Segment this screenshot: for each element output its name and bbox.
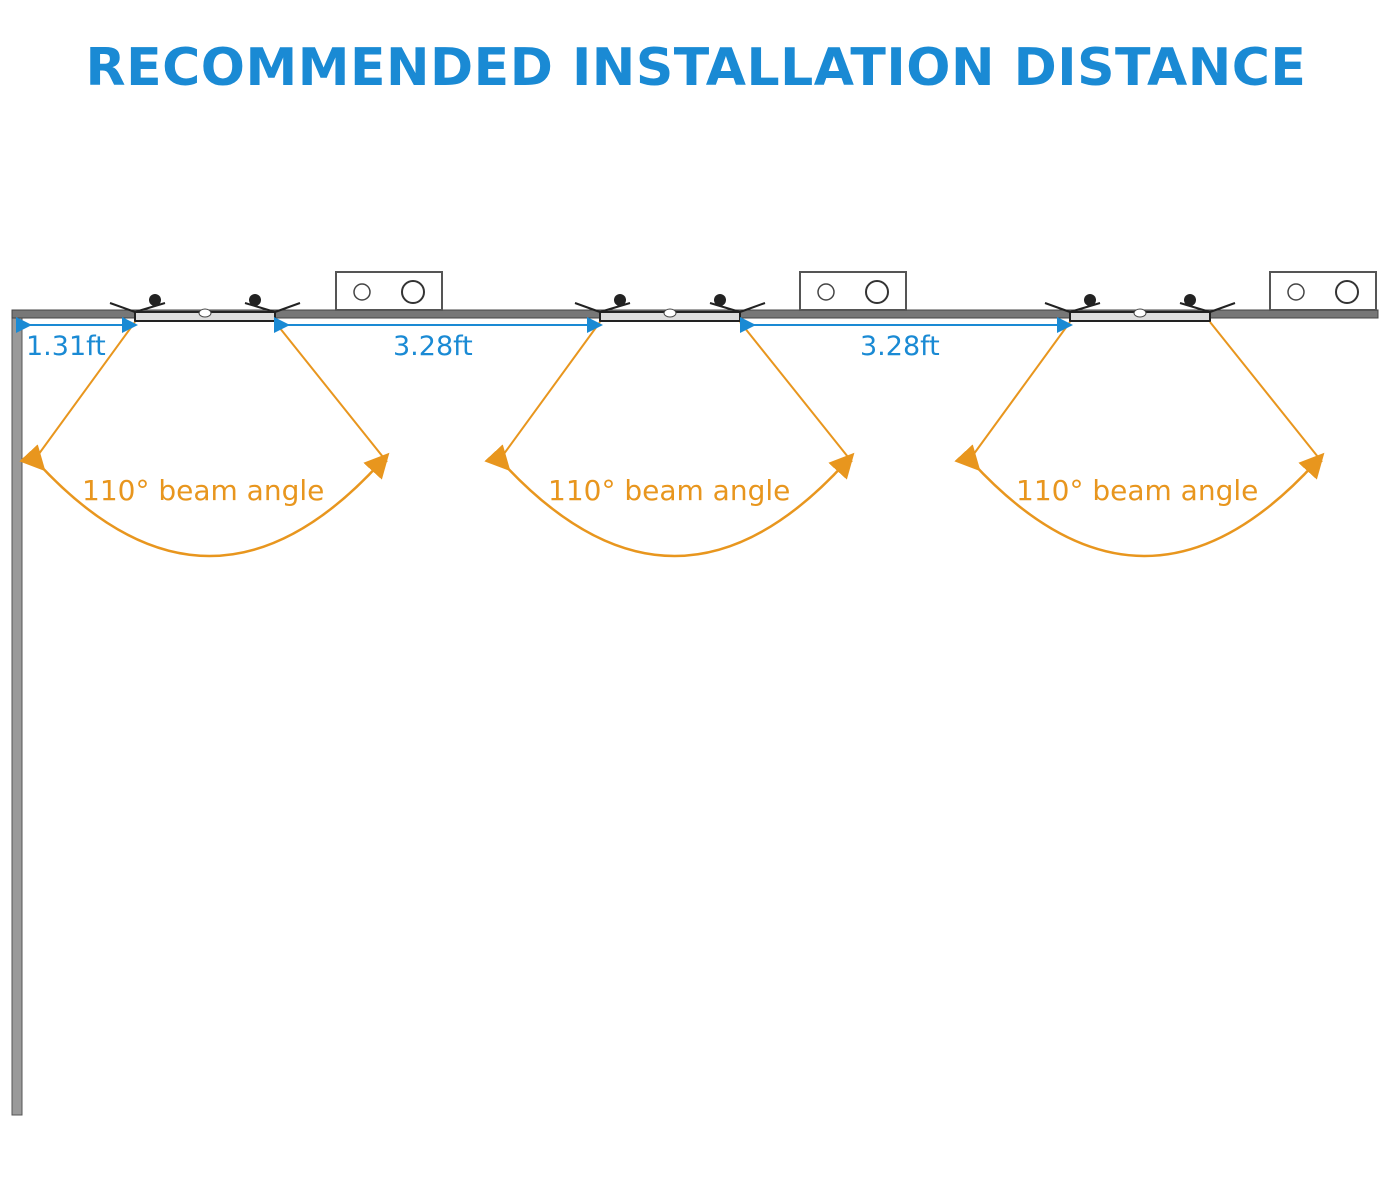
diagram-title: RECOMMENDED INSTALLATION DISTANCE	[85, 38, 1307, 98]
beam-edge-line	[32, 321, 136, 463]
beam-angle-label-1: 110° beam angle	[82, 474, 324, 507]
beam-angle-label-2: 110° beam angle	[548, 474, 790, 507]
beam-edge-line	[1209, 321, 1323, 463]
junction-box	[335, 271, 443, 311]
beam-angle-arc	[19, 444, 390, 558]
spring-clip-icon	[1184, 294, 1196, 306]
spring-clip-icon	[249, 294, 261, 306]
knockout-icon	[817, 283, 835, 301]
sensor-icon	[1133, 308, 1147, 318]
sensor-icon	[198, 308, 212, 318]
wall	[11, 311, 23, 1116]
knockout-icon	[1287, 283, 1305, 301]
sensor-icon	[663, 308, 677, 318]
distance-label-2-3: 3.28ft	[860, 331, 940, 362]
mounting-spring	[574, 302, 766, 313]
spring-clip-icon	[714, 294, 726, 306]
mounting-spring	[1044, 302, 1236, 313]
knockout-icon	[401, 280, 425, 304]
beam-edge-line	[967, 321, 1071, 463]
junction-box	[1269, 271, 1377, 311]
beam-edge-line	[274, 321, 388, 463]
distance-label-1-2: 3.28ft	[393, 331, 473, 362]
knockout-icon	[1335, 280, 1359, 304]
spring-clip-icon	[149, 294, 161, 306]
knockout-icon	[353, 283, 371, 301]
spring-clip-icon	[614, 294, 626, 306]
beam-angle-arc	[484, 444, 855, 558]
spring-clip-icon	[1084, 294, 1096, 306]
distance-label-wall: 1.31ft	[26, 331, 106, 362]
beam-edge-line	[739, 321, 853, 463]
knockout-icon	[865, 280, 889, 304]
beam-angle-label-3: 110° beam angle	[1016, 474, 1258, 507]
beam-edge-line	[497, 321, 601, 463]
junction-box	[799, 271, 907, 311]
mounting-spring	[109, 302, 301, 313]
beam-angle-arc	[954, 444, 1325, 558]
